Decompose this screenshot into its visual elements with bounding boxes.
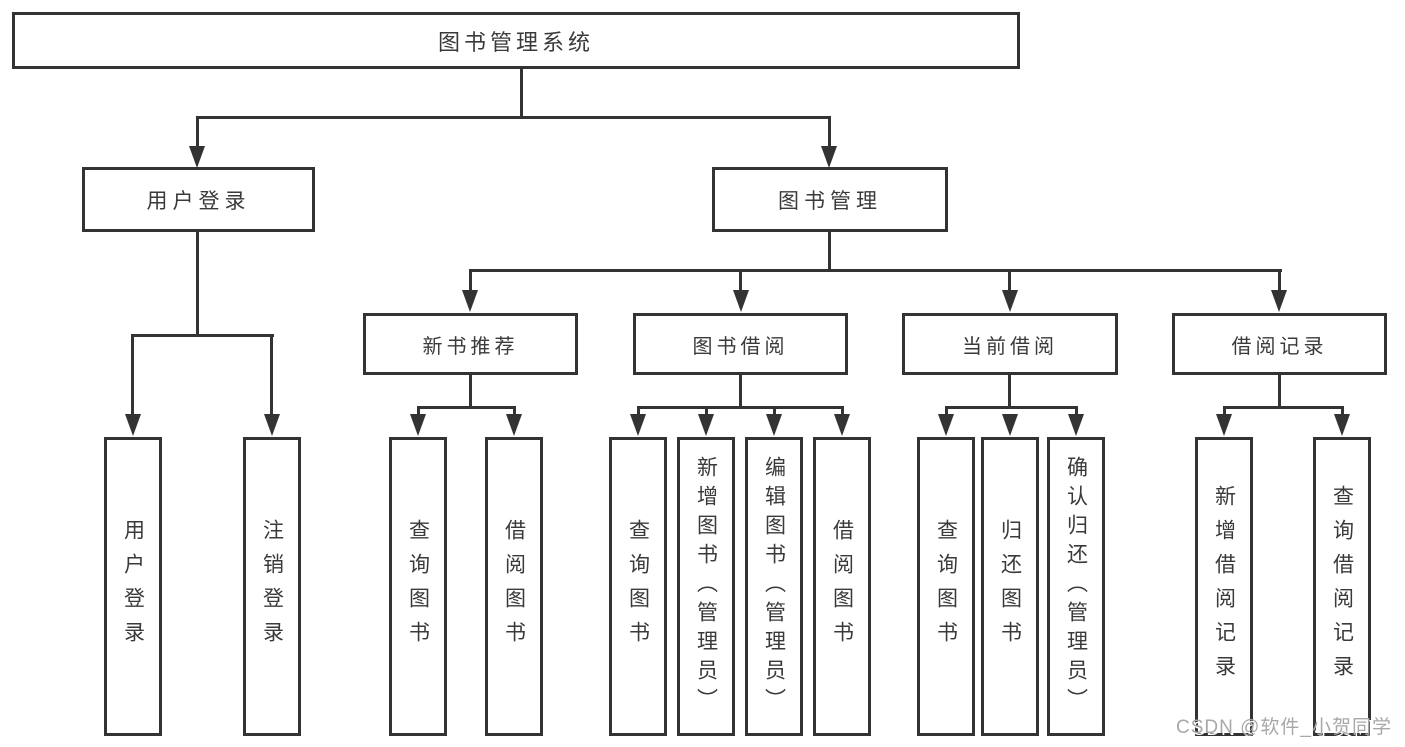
arrow-down-icon <box>733 290 749 312</box>
arrow-down-icon <box>125 414 141 436</box>
leaf-label: 查询图书 <box>626 518 650 655</box>
leaf-user-login: 用户登录 <box>104 437 162 736</box>
leaf-borrow-books: 借阅图书 <box>813 437 871 736</box>
node-current-borrowing: 当前借阅 <box>902 313 1118 375</box>
leaf-label: 借阅图书 <box>502 518 526 655</box>
leaf-return-books: 归还图书 <box>981 437 1039 736</box>
connector-line <box>828 116 831 149</box>
connector-line <box>417 406 516 409</box>
connector-line <box>196 116 199 149</box>
node-label: 图书管理 <box>778 189 882 213</box>
leaf-label: 借阅图书 <box>830 518 854 655</box>
leaf-label: 确认归还（管理员） <box>1064 456 1088 717</box>
arrow-down-icon <box>938 414 954 436</box>
node-library-management-system: 图书管理系统 <box>12 12 1020 69</box>
connector-line <box>945 406 948 417</box>
connector-line <box>513 406 516 417</box>
connector-line <box>270 334 273 417</box>
arrow-down-icon <box>1002 414 1018 436</box>
node-label: 用户登录 <box>146 189 251 213</box>
arrow-down-icon <box>766 414 782 436</box>
arrow-down-icon <box>1002 290 1018 312</box>
node-book-management: 图书管理 <box>712 167 948 232</box>
arrow-down-icon <box>189 146 205 168</box>
leaf-label: 查询借阅记录 <box>1330 484 1354 689</box>
node-new-book-recommendation: 新书推荐 <box>363 313 578 375</box>
node-label: 新书推荐 <box>422 335 519 358</box>
watermark: CSDN @软件_小贺同学 <box>1176 717 1392 738</box>
connector-line <box>739 375 742 409</box>
leaf-edit-books-admin: 编辑图书（管理员） <box>745 437 803 736</box>
arrow-down-icon <box>630 414 646 436</box>
arrow-down-icon <box>1068 414 1084 436</box>
connector-line <box>1278 269 1281 292</box>
leaf-label: 用户登录 <box>121 518 145 655</box>
connector-line <box>1223 406 1226 417</box>
connector-line <box>841 406 844 417</box>
connector-line <box>520 69 523 118</box>
connector-line <box>196 232 199 337</box>
leaf-logout: 注销登录 <box>243 437 301 736</box>
leaf-query-books-current: 查询图书 <box>917 437 975 736</box>
leaf-query-books-borrow: 查询图书 <box>609 437 667 736</box>
leaf-borrow-books-recommend: 借阅图书 <box>485 437 543 736</box>
connector-line <box>739 269 742 292</box>
node-label: 当前借阅 <box>962 335 1058 358</box>
leaf-confirm-return-admin: 确认归还（管理员） <box>1047 437 1105 736</box>
connector-line <box>1008 375 1011 409</box>
node-book-borrowing: 图书借阅 <box>633 313 848 375</box>
connector-line <box>196 116 831 119</box>
connector-line <box>469 269 472 292</box>
connector-line <box>828 232 831 272</box>
connector-line <box>1341 406 1344 417</box>
leaf-query-books-recommend: 查询图书 <box>389 437 447 736</box>
connector-line <box>417 406 420 417</box>
arrow-down-icon <box>821 146 837 168</box>
connector-line <box>1223 406 1344 409</box>
arrow-down-icon <box>264 414 280 436</box>
arrow-down-icon <box>462 290 478 312</box>
leaf-add-borrow-record: 新增借阅记录 <box>1195 437 1253 736</box>
leaf-label: 新增借阅记录 <box>1212 484 1236 689</box>
node-label: 图书借阅 <box>692 335 789 358</box>
leaf-label: 查询图书 <box>934 518 958 655</box>
arrow-down-icon <box>834 414 850 436</box>
node-label: 借阅记录 <box>1231 335 1328 358</box>
node-label: 图书管理系统 <box>437 29 594 55</box>
leaf-query-borrow-record: 查询借阅记录 <box>1313 437 1371 736</box>
connector-line <box>131 334 274 337</box>
arrow-down-icon <box>698 414 714 436</box>
leaf-label: 归还图书 <box>998 518 1022 655</box>
connector-line <box>637 406 640 417</box>
connector-line <box>469 375 472 409</box>
arrow-down-icon <box>1334 414 1350 436</box>
connector-line <box>705 406 708 417</box>
node-borrowing-records: 借阅记录 <box>1172 313 1387 375</box>
leaf-label: 查询图书 <box>406 518 430 655</box>
leaf-label: 新增图书（管理员） <box>694 456 718 717</box>
arrow-down-icon <box>1271 290 1287 312</box>
connector-line <box>773 406 776 417</box>
connector-line <box>1075 406 1078 417</box>
leaf-label: 注销登录 <box>260 518 284 655</box>
connector-line <box>1278 375 1281 409</box>
leaf-label: 编辑图书（管理员） <box>762 456 786 717</box>
connector-line <box>1008 269 1011 292</box>
connector-line <box>131 334 134 417</box>
connector-line <box>469 269 1282 272</box>
connector-line <box>637 406 844 409</box>
arrow-down-icon <box>1216 414 1232 436</box>
connector-line <box>945 406 1078 409</box>
arrow-down-icon <box>506 414 522 436</box>
leaf-add-books-admin: 新增图书（管理员） <box>677 437 735 736</box>
node-user-login: 用户登录 <box>82 167 315 232</box>
arrow-down-icon <box>410 414 426 436</box>
